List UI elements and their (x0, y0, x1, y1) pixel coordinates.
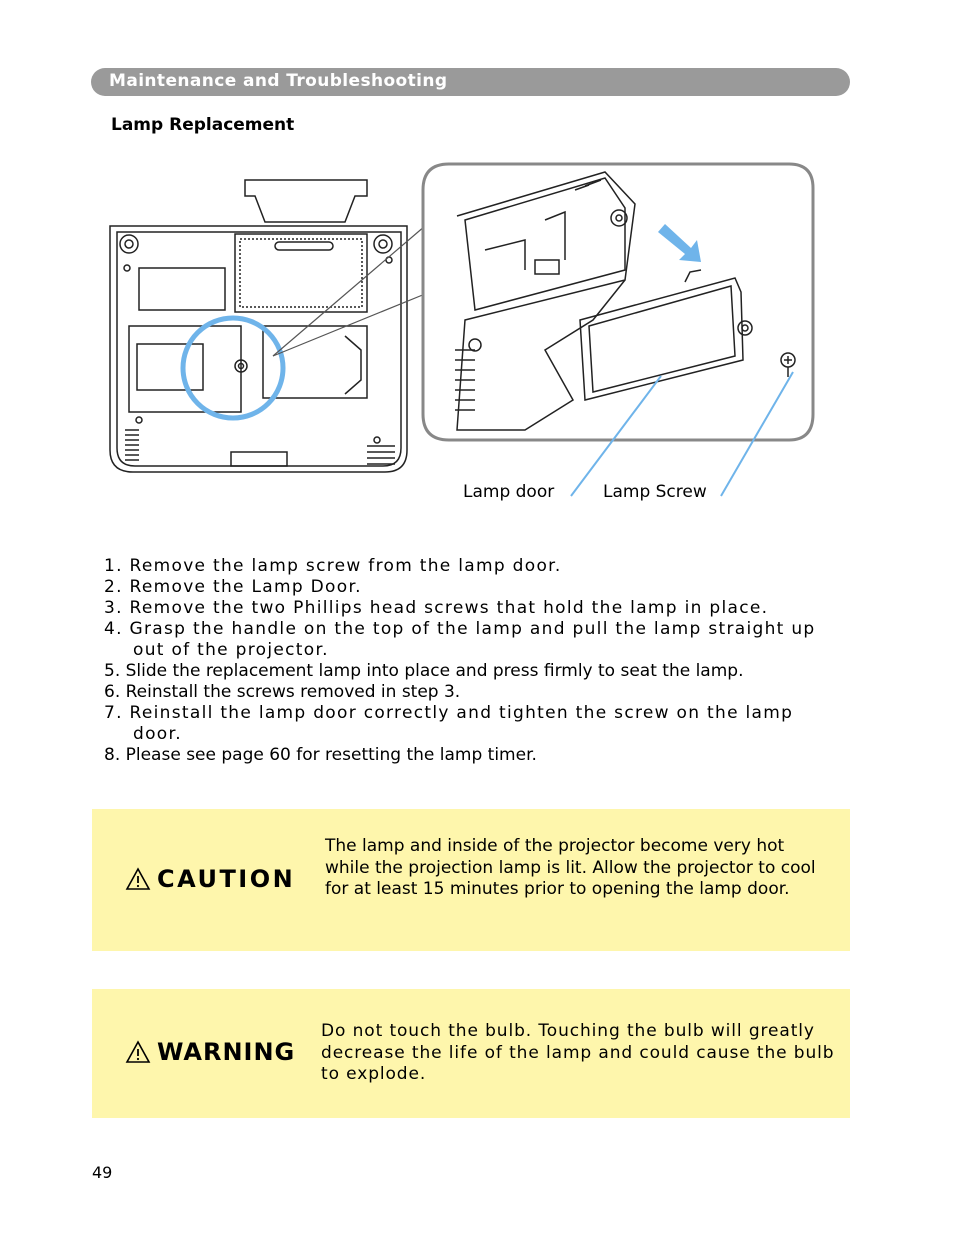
section-header-bar: Maintenance and Troubleshooting (91, 68, 850, 96)
step-item: 6. Reinstall the screws removed in step … (104, 682, 461, 702)
warning-triangle-icon (125, 867, 151, 890)
warning-box: WARNING Do not touch the bulb. Touching … (92, 989, 850, 1118)
warning-title: WARNING (125, 1038, 295, 1066)
section-title: Lamp Replacement (111, 115, 295, 135)
step-item: 2. Remove the Lamp Door. (104, 577, 362, 597)
lamp-door-highlight-circle (180, 315, 286, 421)
step-item: 7. Reinstall the lamp door correctly and… (104, 703, 794, 744)
lamp-door-callout-line (570, 375, 662, 497)
lamp-compartment-detail (455, 171, 636, 431)
step-item: 8. Please see page 60 for resetting the … (104, 745, 537, 765)
lamp-screw-callout-line (720, 371, 794, 497)
lamp-replacement-figure: Lamp door Lamp Screw (105, 160, 815, 502)
step-item: 3. Remove the two Phillips head screws t… (104, 598, 769, 618)
lamp-screw-part (780, 352, 796, 377)
step-item: 4. Grasp the handle on the top of the la… (104, 619, 816, 660)
lamp-door-part (579, 269, 753, 401)
lamp-screw-label: Lamp Screw (603, 482, 707, 502)
caution-title: CAUTION (125, 865, 295, 893)
caution-box: CAUTION The lamp and inside of the proje… (92, 809, 850, 951)
caution-text: The lamp and inside of the projector bec… (325, 836, 816, 899)
section-header-text: Maintenance and Troubleshooting (109, 71, 448, 91)
replacement-steps-list: 1. Remove the lamp screw from the lamp d… (104, 556, 844, 766)
step-item: 1. Remove the lamp screw from the lamp d… (104, 556, 562, 576)
warning-triangle-icon (125, 1040, 151, 1063)
detail-zoom-panel (421, 162, 815, 442)
page-number: 49 (92, 1163, 113, 1182)
projector-illustration (109, 162, 815, 497)
step-item: 5. Slide the replacement lamp into place… (104, 661, 744, 681)
lamp-door-label: Lamp door (463, 482, 555, 502)
removal-direction-arrow-icon (658, 224, 701, 262)
warning-text: Do not touch the bulb. Touching the bulb… (321, 1021, 835, 1084)
